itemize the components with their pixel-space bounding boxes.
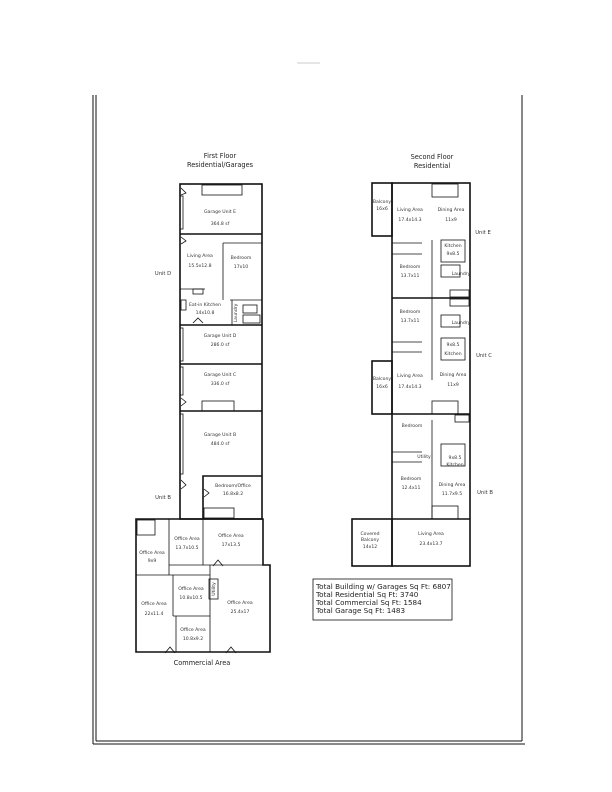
dining-e-size: 11x9 <box>445 217 457 223</box>
bedroom-e-label: Bedroom <box>400 264 421 270</box>
first-floor-title: First Floor <box>204 152 237 160</box>
second-floor-subtitle: Residential <box>414 162 450 170</box>
kitchen-c-size: 9x8.5 <box>447 342 460 348</box>
unit-b-label: Unit B <box>155 495 171 501</box>
living-e-size: 17.4x14.3 <box>398 217 421 223</box>
stairs-icon <box>431 183 459 520</box>
office-6-size: 25.4x17 <box>231 609 250 615</box>
bedroom-e-size: 13.7x11 <box>401 273 420 279</box>
balcony-c-label: Balcony <box>373 376 391 382</box>
garage-b-size: 484.0 sf <box>211 441 230 447</box>
summary-commercial: Total Commercial Sq Ft: 1584 <box>315 598 422 607</box>
living-d-size: 15.5x12.8 <box>188 263 211 269</box>
dining-c-size: 11x9 <box>447 382 459 388</box>
kitchen-b-size: 9x8.5 <box>449 455 462 461</box>
office-3-size: 17x13.5 <box>222 542 241 548</box>
office-1-size: 9x9 <box>148 558 157 564</box>
dining-c-label: Dining Area <box>440 372 467 378</box>
dining-e-label: Dining Area <box>438 207 465 213</box>
bedroom-office-label: Bedroom/Office <box>215 483 251 489</box>
office-4-label: Office Area <box>141 601 167 607</box>
garage-b-label: Garage Unit B <box>204 432 236 438</box>
stairs-icon <box>201 184 243 519</box>
office-7-size: 10.8x9.2 <box>183 636 203 642</box>
kitchen-e-label: Kitchen <box>444 243 461 249</box>
bedroom-b2-label: Bedroom <box>401 476 422 482</box>
office-4-size: 22x11.4 <box>145 611 164 617</box>
office-3-label: Office Area <box>218 533 244 539</box>
dining-b-size: 11.7x9.5 <box>442 491 462 497</box>
garage-e-label: Garage Unit E <box>204 209 236 215</box>
living-b-label: Living Area <box>418 531 444 537</box>
office-7-label: Office Area <box>180 627 206 633</box>
bedroom-d-size: 17x10 <box>234 264 248 270</box>
balcony-e-label: Balcony <box>373 199 391 205</box>
balcony-e-size: 16x6 <box>376 206 388 212</box>
second-floor-title: Second Floor <box>411 153 454 161</box>
unit-b-label-second: Unit B <box>477 490 493 496</box>
utility-b-label: Utility <box>417 454 431 460</box>
bedroom-c-label: Bedroom <box>400 309 421 315</box>
garage-d-label: Garage Unit D <box>204 333 237 339</box>
garage-c-label: Garage Unit C <box>204 372 236 378</box>
office-2-label: Office Area <box>174 536 200 542</box>
office-5-size: 10.8x10.5 <box>179 595 202 601</box>
laundry-e-label: Laundry <box>452 271 471 277</box>
unit-d-label: Unit D <box>155 271 171 277</box>
covered-balcony-label-2: Balcony <box>361 537 379 543</box>
bedroom-office-size: 16.8x8.2 <box>223 491 243 497</box>
laundry-c-label: Laundry <box>452 320 471 326</box>
living-c-size: 17.4x14.3 <box>398 384 421 390</box>
office-1-label: Office Area <box>139 550 165 556</box>
bedroom-d-label: Bedroom <box>231 255 252 261</box>
kitchen-d-size: 14x10.8 <box>196 310 215 316</box>
laundry-d-label: Laundry <box>233 303 239 322</box>
kitchen-e-size: 9x8.5 <box>447 251 460 257</box>
bedroom-b1-label: Bedroom <box>402 423 423 429</box>
kitchen-c-label: Kitchen <box>444 351 461 357</box>
summary-residential: Total Residential Sq Ft: 3740 <box>315 590 419 599</box>
garage-e-size: 364.8 sf <box>211 221 230 227</box>
office-6-label: Office Area <box>227 600 253 606</box>
office-2-size: 13.7x10.5 <box>175 545 198 551</box>
living-b-size: 23.4x13.7 <box>419 541 442 547</box>
garage-c-size: 336.0 sf <box>211 381 230 387</box>
dining-b-label: Dining Area <box>439 482 466 488</box>
balcony-c-size: 16x6 <box>376 384 388 390</box>
covered-balcony-size: 14x12 <box>363 544 377 550</box>
first-floor-subtitle: Residential/Garages <box>187 161 254 169</box>
unit-c-label: Unit C <box>476 353 492 359</box>
door-icons <box>180 187 210 498</box>
garage-d-size: 286.0 sf <box>211 342 230 348</box>
bedroom-c-size: 13.7x11 <box>401 318 420 324</box>
page-frame <box>92 62 525 745</box>
unit-e-label: Unit E <box>475 230 491 236</box>
second-floor-plan: Second Floor Residential Balcony 16x6 <box>351 153 493 567</box>
kitchen-b-label: Kitchen <box>446 462 463 468</box>
summary-total-building: Total Building w/ Garages Sq Ft: 6807 <box>315 582 451 591</box>
summary-garage: Total Garage Sq Ft: 1483 <box>315 606 405 615</box>
covered-balcony-label-1: Covered <box>360 531 379 537</box>
utility-label: Utility <box>211 582 217 596</box>
living-d-label: Living Area <box>187 253 213 259</box>
bedroom-b2-size: 12.4x11 <box>402 485 421 491</box>
living-e-label: Living Area <box>397 207 423 213</box>
first-floor-plan: First Floor Residential/Garages <box>135 152 271 667</box>
door-icons-commercial <box>164 559 237 654</box>
commercial-area-label: Commercial Area <box>174 659 231 667</box>
office-5-label: Office Area <box>178 586 204 592</box>
kitchen-d-label: Eat-in Kitchen <box>189 302 221 308</box>
living-c-label: Living Area <box>397 373 423 379</box>
square-footage-summary: Total Building w/ Garages Sq Ft: 6807 To… <box>312 578 453 621</box>
